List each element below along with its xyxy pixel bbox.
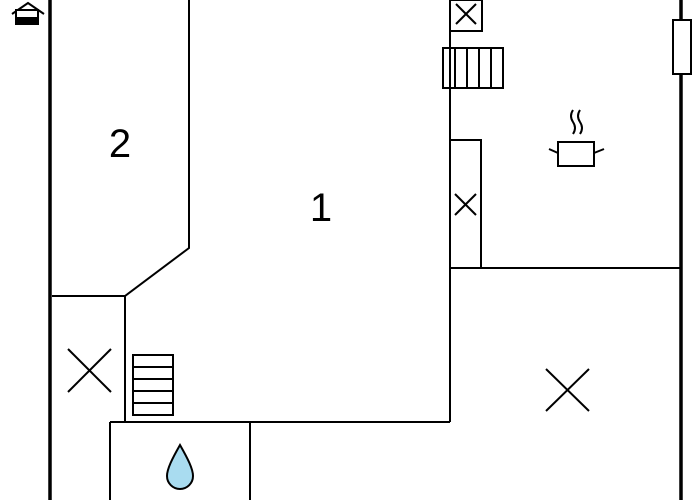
outer-walls [48,0,683,500]
room-label-1: 1 [310,186,332,230]
room-2-wall [52,0,190,297]
water-drop-icon [165,442,195,490]
interior-walls [52,0,681,500]
shaft-mid [449,139,482,269]
radiator-icon [672,19,692,75]
house-entrance-icon [11,1,45,25]
shaft-x-icon [454,193,477,216]
shaft-x-icon [545,368,590,412]
shaft-top-box [449,0,483,32]
stairs-top [442,47,504,89]
cooking-pot-icon [548,109,605,167]
shaft-x-icon [67,348,112,393]
right-room-x [545,368,590,412]
small-room-x [67,348,112,393]
stairs-icon [442,47,504,89]
stairs-left [132,354,174,416]
shaft-mid-box [449,139,482,269]
shaft-top [449,0,483,32]
shaft-x-icon [455,3,477,25]
stairs-icon [132,354,174,416]
room-label-2: 2 [109,122,131,166]
